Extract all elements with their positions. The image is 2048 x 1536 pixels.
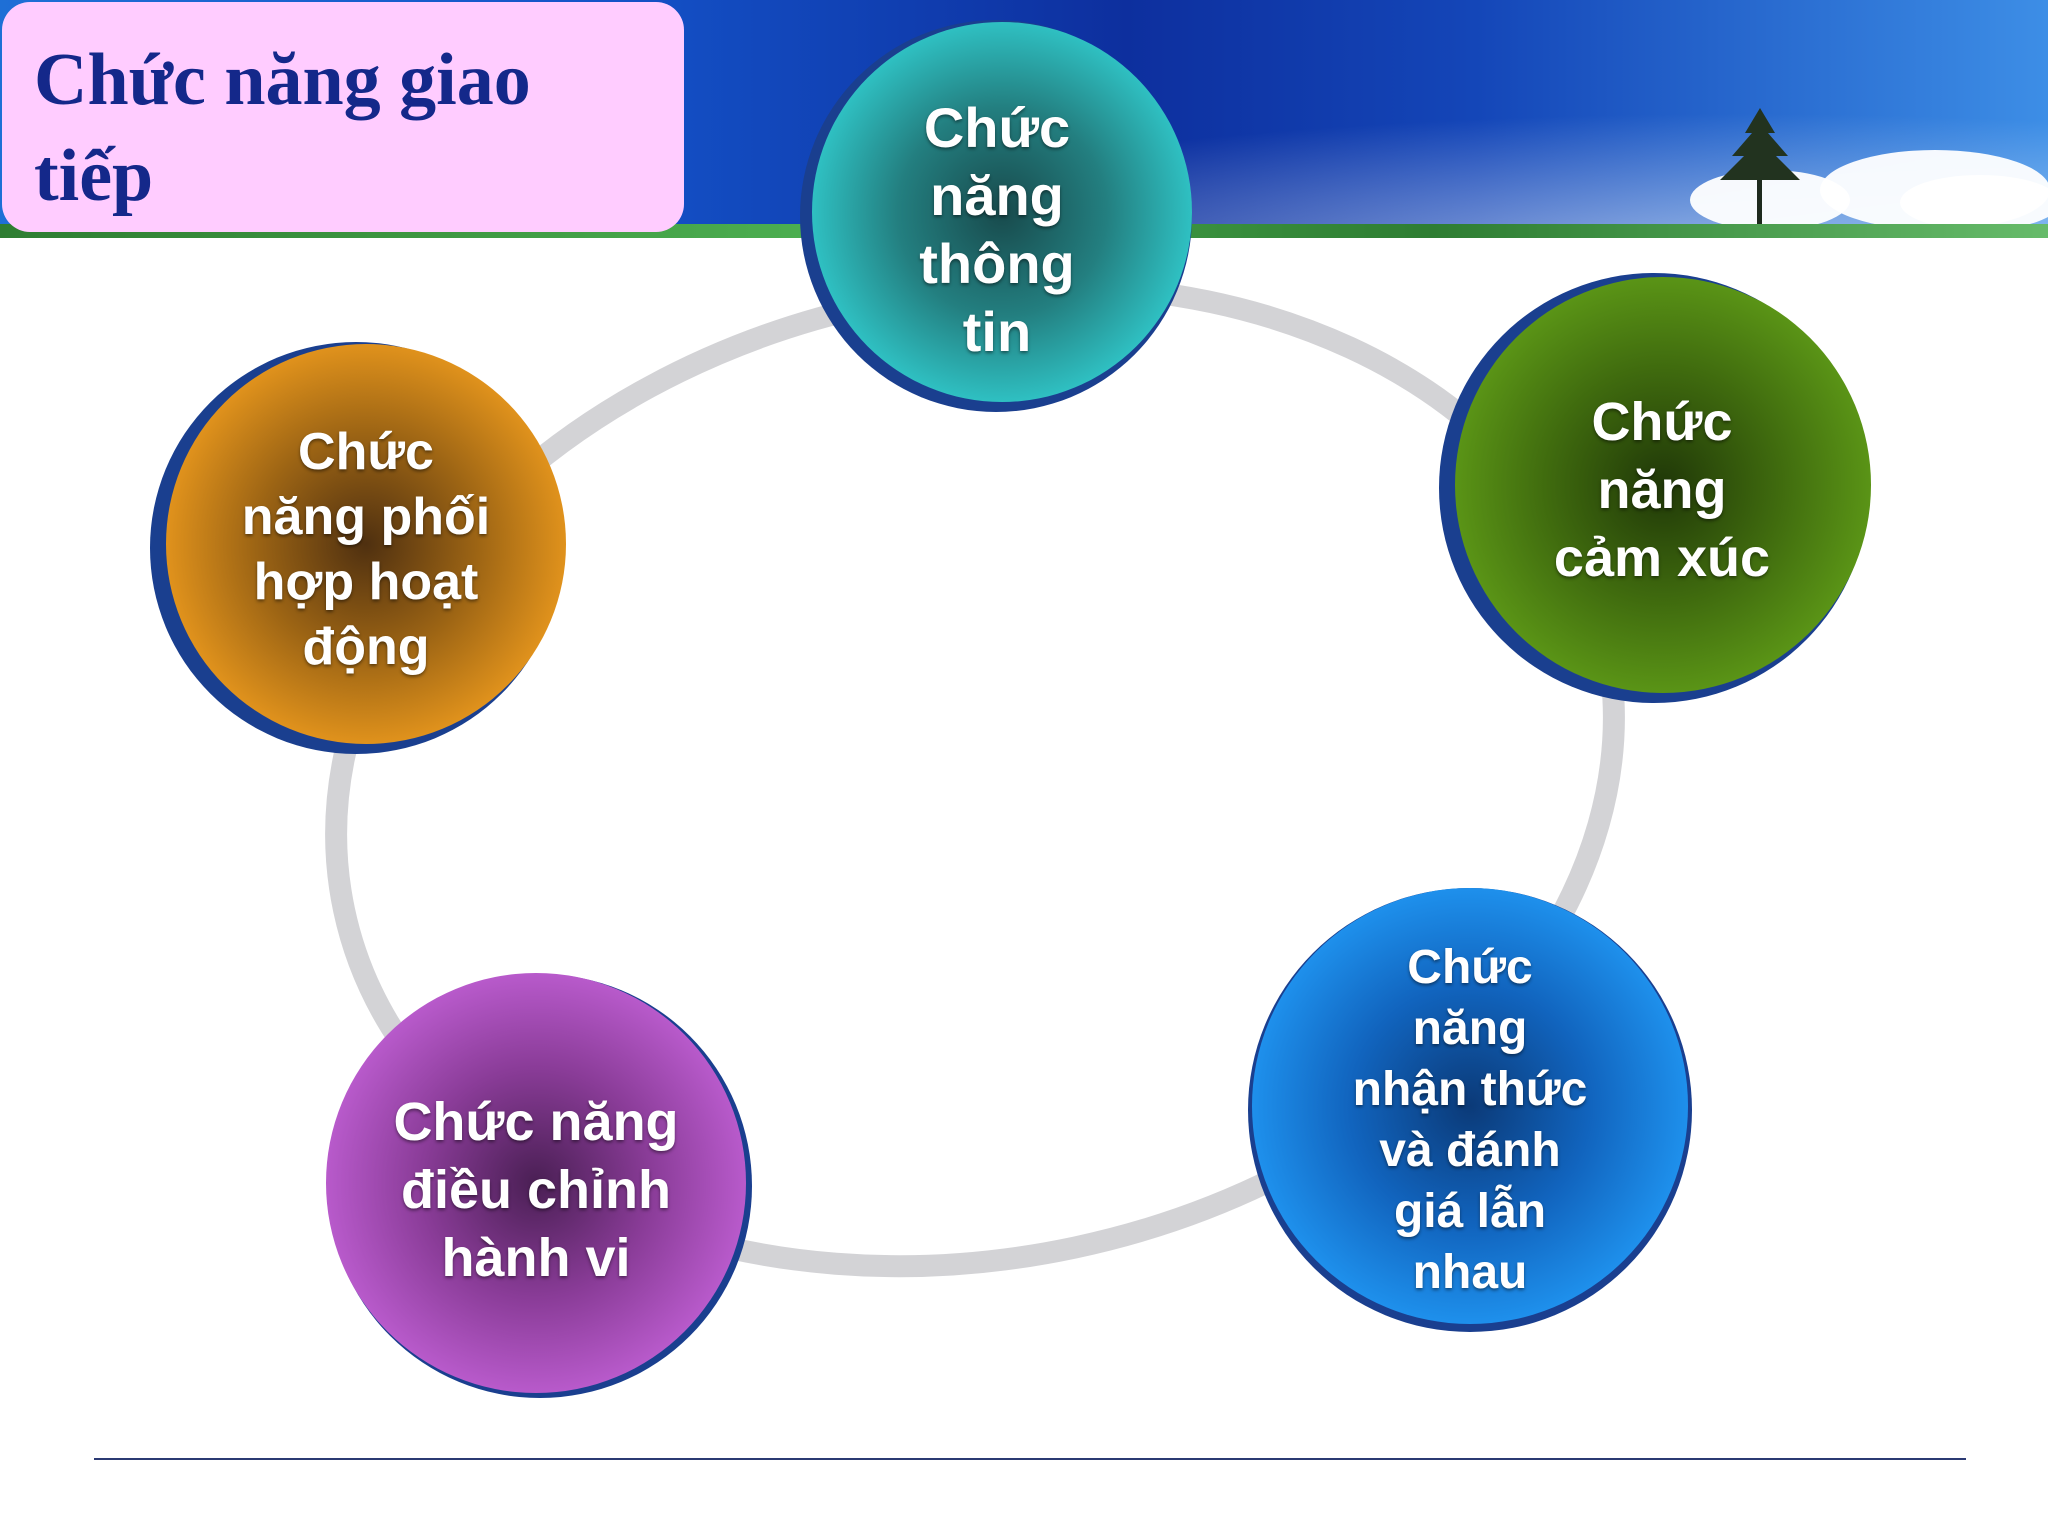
node-circle-thong-tin — [800, 20, 1192, 412]
footer-divider — [94, 1458, 1966, 1460]
node-label-thong-tin: Chức năng thông tin — [919, 96, 1075, 363]
node-circle-phoi-hop — [150, 342, 566, 754]
title-box: Chức năng giao tiếp — [2, 2, 684, 232]
node-circle-dieu-chinh — [326, 973, 752, 1398]
cloud — [1900, 175, 2048, 230]
page-title: Chức năng giao tiếp — [34, 39, 531, 217]
node-circle-cam-xuc — [1439, 273, 1871, 703]
node-label-nhan-thuc: Chức năng nhận thức và đánh giá lẫn nhau — [1352, 941, 1588, 1299]
node-label-phoi-hop: Chức năng phối hợp hoạt động — [241, 423, 491, 676]
node-label-cam-xuc: Chức năng cảm xúc — [1553, 392, 1771, 588]
node-label-dieu-chinh: Chức năng điều chỉnh hành vi — [393, 1092, 679, 1288]
node-circle-nhan-thuc — [1248, 888, 1692, 1332]
tree-icon — [1720, 108, 1800, 238]
